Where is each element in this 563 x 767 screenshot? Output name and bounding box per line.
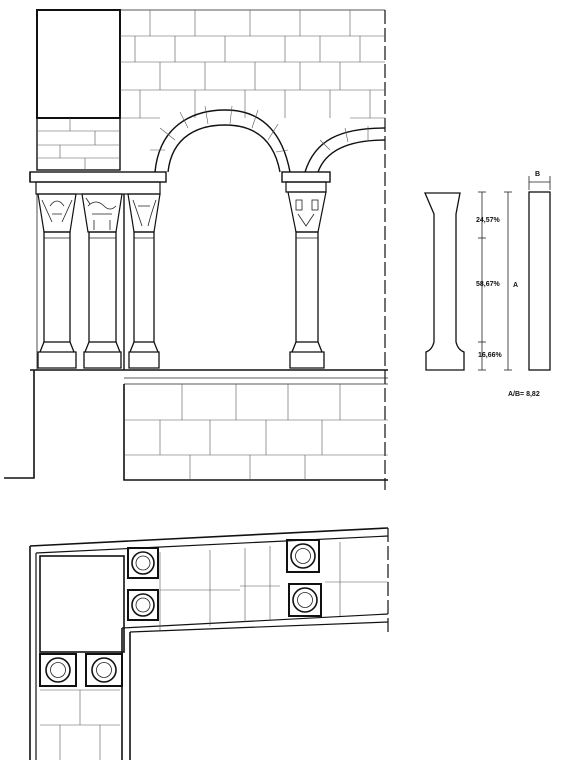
column-footprint-3 — [286, 539, 320, 573]
column-shaft-1 — [43, 231, 71, 343]
column-shaft-3 — [133, 231, 155, 343]
bench-wall — [4, 369, 388, 481]
column-shaft-4 — [295, 231, 319, 343]
arch-right — [304, 126, 386, 173]
column-footprint-4 — [288, 583, 322, 617]
column-profile — [424, 192, 465, 371]
cloister-elevation — [4, 9, 388, 490]
column-footprint-5 — [39, 653, 77, 687]
height-label: A — [513, 282, 518, 289]
abacus-right-lower — [285, 181, 327, 193]
wall-masonry — [120, 9, 386, 490]
capital-2 — [81, 193, 123, 233]
upper-percent-label: 24,57% — [476, 217, 501, 224]
corner-pier-plan — [39, 555, 125, 653]
abacus-left — [29, 171, 167, 183]
ratio-caption: A/B= 8,82 — [508, 391, 540, 398]
middle-percent-label: 58,67% — [476, 281, 501, 288]
capital-3 — [127, 193, 161, 233]
abacus-left-lower — [35, 181, 161, 195]
column-footprint-2 — [127, 589, 159, 621]
column-footprint-6 — [85, 653, 123, 687]
corner-pier-upper — [36, 9, 121, 171]
column-proportion-diagram: 24,57% 58,67% 16,66% A B A/B= 8,82 — [424, 171, 551, 398]
capital-4 — [287, 191, 327, 233]
lower-percent-label: 16,66% — [478, 352, 503, 359]
cloister-plan — [29, 527, 389, 760]
column-bases — [37, 341, 325, 369]
abacus-right — [281, 171, 331, 183]
width-label: B — [535, 171, 540, 178]
column-footprint-1 — [127, 547, 159, 579]
shaft-rectangle — [528, 191, 551, 371]
column-shaft-2 — [88, 231, 117, 343]
arch-left — [150, 105, 291, 173]
capital-1 — [37, 193, 77, 233]
